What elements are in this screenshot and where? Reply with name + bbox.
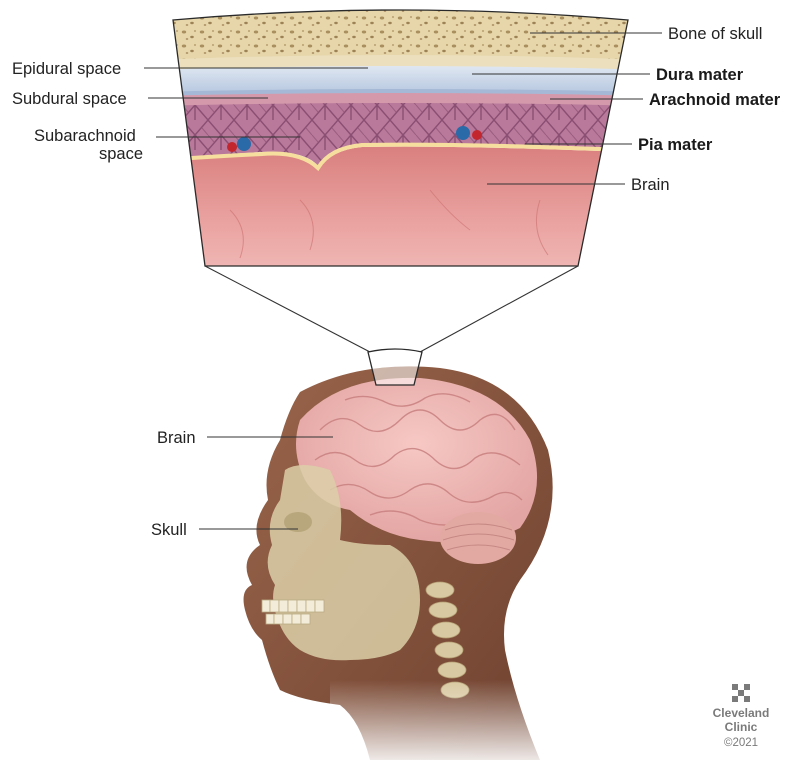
cleveland-clinic-cross-icon [732,684,750,702]
label-arachnoid-mater: Arachnoid mater [649,91,781,109]
label-brain-detail: Brain [631,176,670,194]
label-dura-mater: Dura mater [656,66,744,84]
brain-tissue-layer [173,146,628,266]
meninges-cross-section [173,10,628,266]
label-skull: Skull [151,521,187,539]
cerebrum [296,377,538,543]
label-subarachnoid-line1: Subarachnoid [34,127,136,145]
blood-vessel-blue [237,137,251,151]
copyright: ©2021 [724,737,758,749]
label-brain-head: Brain [157,429,196,447]
head-illustration [243,366,590,771]
pia-mater-layer [173,142,628,172]
dura-mater-layer [173,66,628,94]
eye-socket [284,512,312,532]
label-pia-mater: Pia mater [638,136,713,154]
label-bone-of-skull: Bone of skull [668,25,762,43]
blood-vessel-red [227,142,237,152]
label-subdural-space: Subdural space [12,90,127,108]
label-epidural-space: Epidural space [12,60,121,78]
brand-name-line2: Clinic [725,720,758,734]
subarachnoid-space-layer [173,103,628,166]
zoom-region-box [367,348,423,386]
blood-vessel-blue [456,126,470,140]
brand-name-line1: Cleveland [713,706,770,720]
teeth [261,599,325,625]
label-subarachnoid-line2: space [99,145,143,163]
cerebellum [440,512,516,564]
blood-vessel-red [472,130,482,140]
